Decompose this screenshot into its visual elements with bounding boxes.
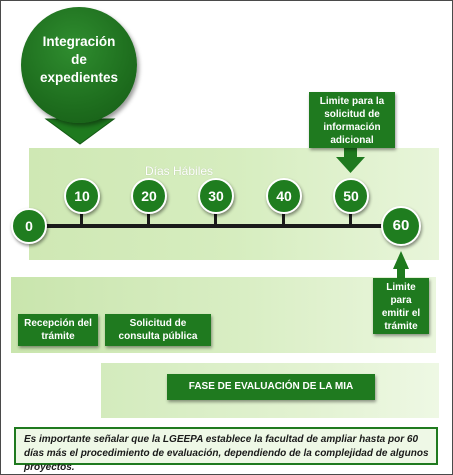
tick-stem xyxy=(349,208,352,226)
timeline-tick-50: 50 xyxy=(333,178,369,214)
timeline-tick-10: 10 xyxy=(64,178,100,214)
resolution-limit-line-3: emitir el xyxy=(381,308,421,319)
info-request-limit-callout: Limite para la solicitud de información … xyxy=(309,92,395,148)
resolution-limit-callout: Limite para emitir el trámite xyxy=(373,278,429,334)
timeline-axis xyxy=(25,224,395,228)
tick-stem xyxy=(147,208,150,226)
info-limit-line-2: solicitud de xyxy=(324,109,380,120)
resolution-limit-arrow xyxy=(393,251,409,279)
business-days-label: Días Hábiles xyxy=(145,164,214,178)
intake-line-2: de xyxy=(71,52,87,67)
tick-stem xyxy=(80,208,83,226)
public-consultation-line-2: consulta pública xyxy=(118,331,198,342)
timeline-tick-20: 20 xyxy=(131,178,167,214)
intake-line-1: Integración xyxy=(42,34,116,49)
info-limit-arrow xyxy=(336,148,365,173)
info-limit-line-1: Limite para la xyxy=(319,96,385,107)
resolution-limit-line-1: Limite xyxy=(386,282,416,293)
public-consultation-box: Solicitud de consulta pública xyxy=(105,314,211,346)
reception-line-1: Recepción del xyxy=(24,318,92,329)
reception-phase-box: Recepción del trámite xyxy=(18,314,98,346)
resolution-limit-line-4: trámite xyxy=(384,321,418,332)
info-limit-line-4: adicional xyxy=(330,135,374,146)
intake-circle: Integración de expedientes xyxy=(21,7,137,123)
timeline-tick-60: 60 xyxy=(381,206,421,246)
timeline-tick-0: 0 xyxy=(11,208,47,244)
timeline-tick-40: 40 xyxy=(266,178,302,214)
reception-line-2: trámite xyxy=(41,331,75,342)
resolution-limit-line-2: para xyxy=(390,295,412,306)
info-limit-line-3: información xyxy=(323,122,381,133)
timeline-tick-30: 30 xyxy=(198,178,234,214)
evaluation-phase-box: FASE DE EVALUACIÓN DE LA MIA xyxy=(167,374,375,400)
public-consultation-line-1: Solicitud de xyxy=(129,318,187,329)
tick-stem xyxy=(214,208,217,226)
tick-stem xyxy=(282,208,285,226)
extension-note: Es importante señalar que la LGEEPA esta… xyxy=(14,427,438,473)
intake-line-3: expedientes xyxy=(39,70,119,85)
